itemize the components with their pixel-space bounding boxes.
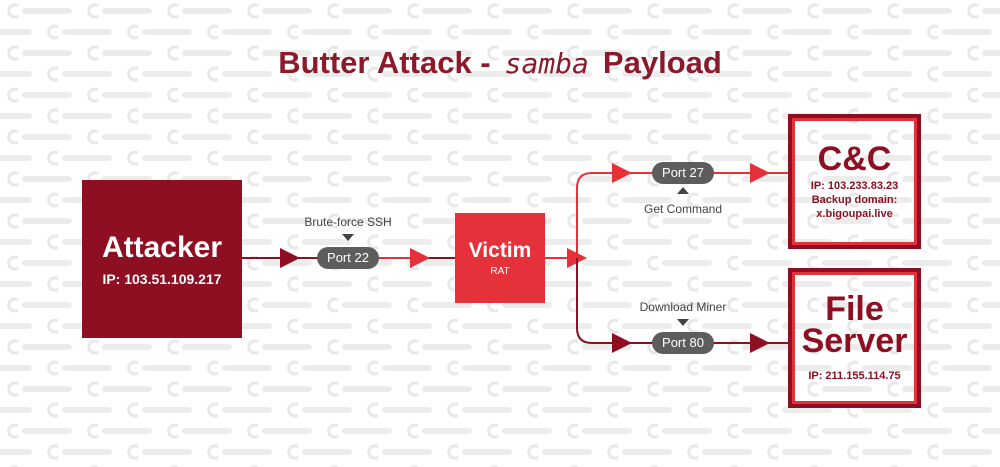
port-80-pill: Port 80: [652, 332, 714, 354]
download-miner-label: Download Miner: [639, 300, 727, 314]
file-server-name-2: Server: [801, 322, 908, 360]
triangle-down-icon: [677, 319, 689, 326]
file-server-ip: IP: 211.155.114.75: [808, 370, 901, 382]
cnc-node: C&C IP: 103.233.83.23 Backup domain: x.b…: [788, 114, 921, 249]
ssh-label: Brute-force SSH: [304, 215, 392, 229]
cnc-backup-domain: x.bigoupai.live: [816, 207, 893, 220]
triangle-up-icon: [677, 187, 689, 194]
edge-to-fileserver: [576, 258, 788, 344]
triangle-down-icon: [342, 234, 354, 241]
port-27-pill: Port 27: [652, 162, 714, 184]
attacker-ip: IP: 103.51.109.217: [102, 271, 222, 287]
cnc-ip: IP: 103.233.83.23: [810, 179, 899, 192]
victim-name: Victim: [468, 239, 532, 262]
attacker-name: Attacker: [101, 231, 223, 264]
cnc-backup-label: Backup domain:: [811, 193, 898, 206]
port-22-pill: Port 22: [317, 247, 379, 269]
attacker-node: Attacker IP: 103.51.109.217: [82, 180, 242, 338]
victim-node: Victim RAT: [455, 213, 545, 303]
file-server-name: File: [825, 290, 884, 328]
file-server-node: File Server IP: 211.155.114.75: [788, 268, 921, 408]
get-command-label: Get Command: [643, 202, 723, 216]
edge-to-cnc: [576, 172, 788, 258]
victim-sub: RAT: [490, 266, 510, 277]
cnc-name: C&C: [817, 139, 892, 178]
